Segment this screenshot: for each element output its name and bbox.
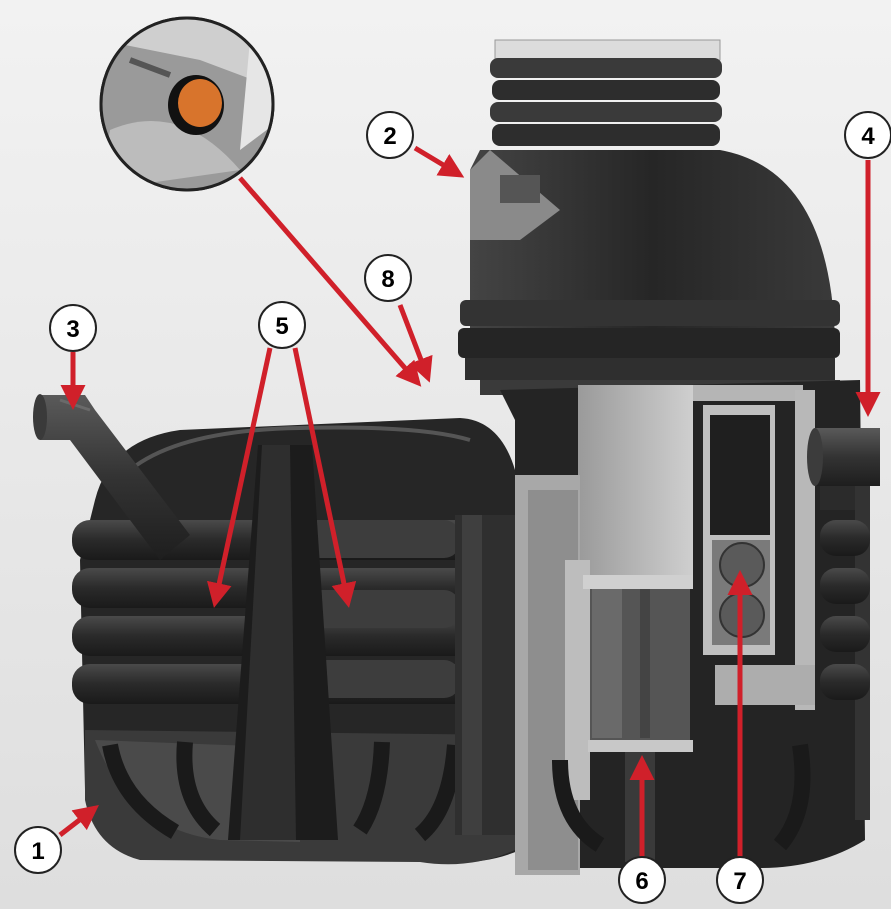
callout-3: 3 — [49, 304, 97, 352]
callout-1-label: 1 — [31, 838, 44, 865]
callout-3-label: 3 — [66, 316, 79, 343]
callout-5: 5 — [258, 301, 306, 349]
callout-8-label: 8 — [381, 266, 394, 293]
callout-1: 1 — [14, 826, 62, 874]
callout-4-label: 4 — [861, 123, 875, 150]
callout-8: 8 — [364, 254, 412, 302]
dome-shaft — [458, 39, 840, 395]
pump-chamber — [500, 380, 870, 875]
arrow-5b — [292, 347, 357, 608]
callout-5-label: 5 — [275, 313, 288, 340]
arrows — [58, 145, 881, 858]
vent-plug — [178, 79, 222, 127]
callout-4: 4 — [844, 111, 891, 159]
arrow-8 — [397, 304, 433, 383]
arrow-1 — [58, 804, 99, 837]
outlet-pipe — [807, 428, 880, 486]
arrow-inset-to-plug — [238, 176, 422, 387]
arrow-5a — [206, 347, 273, 608]
zoom-inset — [99, 16, 275, 192]
callout-7-label: 7 — [733, 868, 746, 895]
callout-2-label: 2 — [383, 123, 396, 150]
callout-6-label: 6 — [635, 868, 648, 895]
arrow-2 — [413, 145, 465, 178]
callout-6: 6 — [618, 856, 666, 904]
callout-7: 7 — [716, 856, 764, 904]
callout-2: 2 — [366, 111, 414, 159]
